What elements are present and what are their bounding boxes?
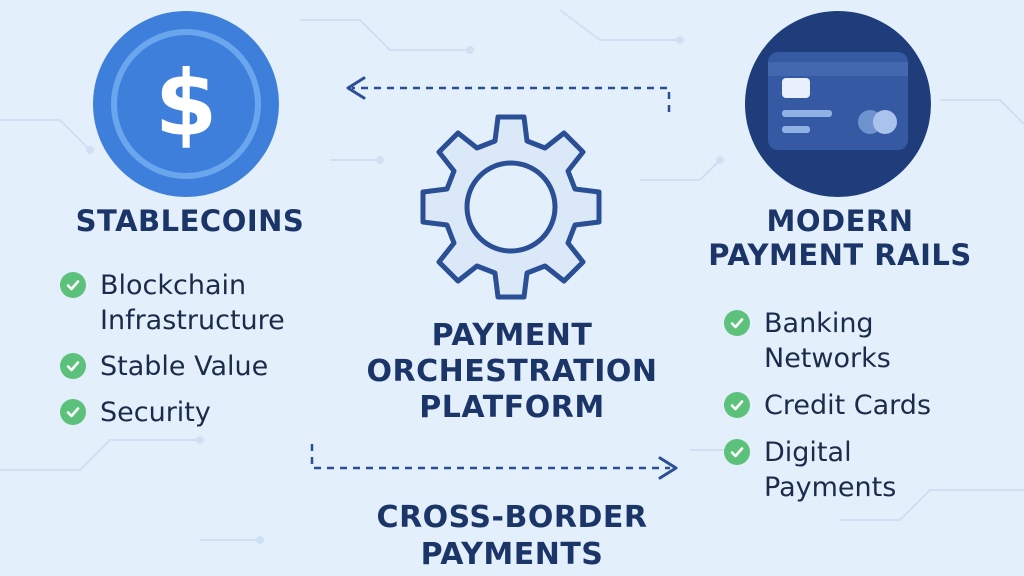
payment-rails-title-line1: MODERN <box>766 204 914 238</box>
feature-label: Digital Payments <box>764 437 897 503</box>
gear-icon <box>420 114 602 300</box>
check-circle-icon <box>60 272 86 298</box>
feature-label: Banking Networks <box>764 308 891 374</box>
credit-card-icon <box>745 11 931 197</box>
orchestration-title-line2: ORCHESTRATION <box>366 354 658 389</box>
arrow-to-stablecoins <box>346 76 671 112</box>
check-circle-icon <box>724 310 750 336</box>
payment-rails-title-line2: PAYMENT RAILS <box>708 238 972 273</box>
cross-border-title-line1: CROSS-BORDER <box>376 500 648 535</box>
check-circle-icon <box>60 353 86 379</box>
orchestration-title-line1: PAYMENT <box>431 318 593 353</box>
dollar-coin-icon: $ <box>93 11 279 197</box>
feature-item: Stable Value <box>60 349 340 384</box>
payment-rails-title: MODERN PAYMENT RAILS <box>690 204 990 272</box>
cross-border-title: CROSS-BORDER PAYMENTS <box>332 500 692 573</box>
feature-item: Credit Cards <box>724 388 1014 423</box>
check-circle-icon <box>724 439 750 465</box>
feature-label: Credit Cards <box>764 390 932 421</box>
feature-label: Stable Value <box>100 351 269 382</box>
check-circle-icon <box>60 399 86 425</box>
arrow-to-payment-rails <box>310 444 678 480</box>
stablecoins-title-text: STABLECOINS <box>75 204 305 238</box>
cross-border-title-line2: PAYMENTS <box>420 536 604 572</box>
payment-rails-feature-list: Banking Networks Credit Cards Digital Pa… <box>724 306 1014 517</box>
coin-symbol: $ <box>155 52 218 157</box>
feature-item: Digital Payments <box>724 435 1014 505</box>
stablecoins-feature-list: Blockchain Infrastructure Stable Value S… <box>60 268 340 441</box>
feature-item: Blockchain Infrastructure <box>60 268 340 338</box>
feature-label: Blockchain Infrastructure <box>100 270 285 336</box>
feature-item: Security <box>60 395 340 430</box>
feature-item: Banking Networks <box>724 306 1014 376</box>
stablecoins-title: STABLECOINS <box>40 204 340 238</box>
feature-label: Security <box>100 397 211 428</box>
check-circle-icon <box>724 392 750 418</box>
orchestration-title-line3: PLATFORM <box>419 390 605 425</box>
orchestration-title: PAYMENT ORCHESTRATION PLATFORM <box>342 318 682 426</box>
